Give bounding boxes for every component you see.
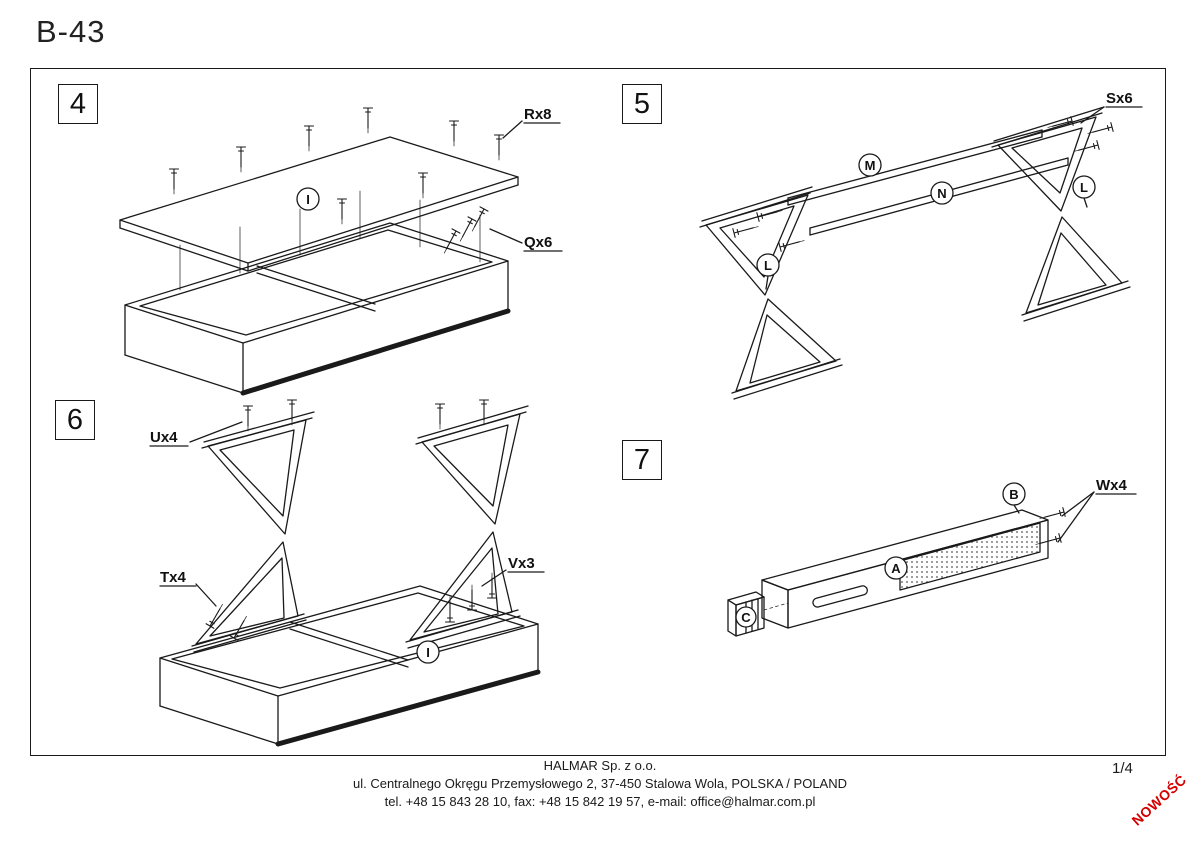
label-qx6: Qx6 [524,234,552,251]
label-sx6: Sx6 [1106,90,1133,107]
part-badge-l-right: L [1072,175,1096,208]
right-x-leg-drawing [991,106,1131,322]
screws-q [439,206,489,256]
mesh-area [899,522,1041,591]
left-x-leg-drawing [699,186,843,400]
part-badge-m: M [858,153,882,177]
label-tx4: Tx4 [160,569,187,586]
part-label-i: I [426,645,430,660]
part-label-c: C [741,610,751,625]
part-badge-l-left: L [756,253,780,290]
part-badge-i: I [296,187,320,211]
step-7-number: 7 [622,440,662,480]
page-indicator: 1/4 [1112,760,1133,777]
part-badge-i: I [416,640,440,664]
step-5-diagram: M N L L Sx6 [699,90,1143,400]
step-4-number: 4 [58,84,98,124]
part-label-a: A [891,561,901,576]
step-7-diagram: A B C Wx4 [727,477,1137,637]
part-badge-b: B [1002,482,1026,514]
part-label-l-right: L [1080,180,1088,195]
model-title: B-43 [36,14,106,49]
label-vx3: Vx3 [508,555,535,572]
part-badge-a: A [884,556,908,580]
diagram-frame [30,68,1166,756]
screws-r [168,107,505,225]
step-6-number: 6 [55,400,95,440]
company-contact: tel. +48 15 843 28 10, fax: +48 15 842 1… [384,794,816,809]
part-badge-n: N [930,181,954,205]
right-x-leg-drawing [405,405,529,649]
panel-drawing [761,509,1049,629]
step-6-diagram: I Ux4 Tx4 Vx3 [149,399,545,747]
left-x-leg-drawing [191,411,315,653]
label-wx4: Wx4 [1096,477,1128,494]
part-label-m: M [865,158,876,173]
label-rx8: Rx8 [524,106,552,123]
company-address: ul. Centralnego Okręgu Przemysłowego 2, … [352,776,847,791]
part-label-n: N [937,186,946,201]
handle-slot [812,585,868,608]
company-name: HALMAR Sp. z o.o. [543,758,657,773]
base-box-drawing [124,222,511,396]
part-label-i: I [306,192,310,207]
footer: HALMAR Sp. z o.o. ul. Centralnego Okręgu… [0,757,1200,811]
part-badge-c: C [735,606,757,628]
stretcher-rails-drawing [787,129,1069,236]
step-5-number: 5 [622,84,662,124]
part-label-l-left: L [764,258,772,273]
step-4-diagram: I Rx8 Qx6 [119,106,563,396]
inverted-tabletop-drawing [159,585,541,747]
label-ux4: Ux4 [150,429,178,446]
part-label-b: B [1009,487,1018,502]
tabletop-panel-drawing [119,136,519,272]
assembly-guide-lines [179,190,481,291]
